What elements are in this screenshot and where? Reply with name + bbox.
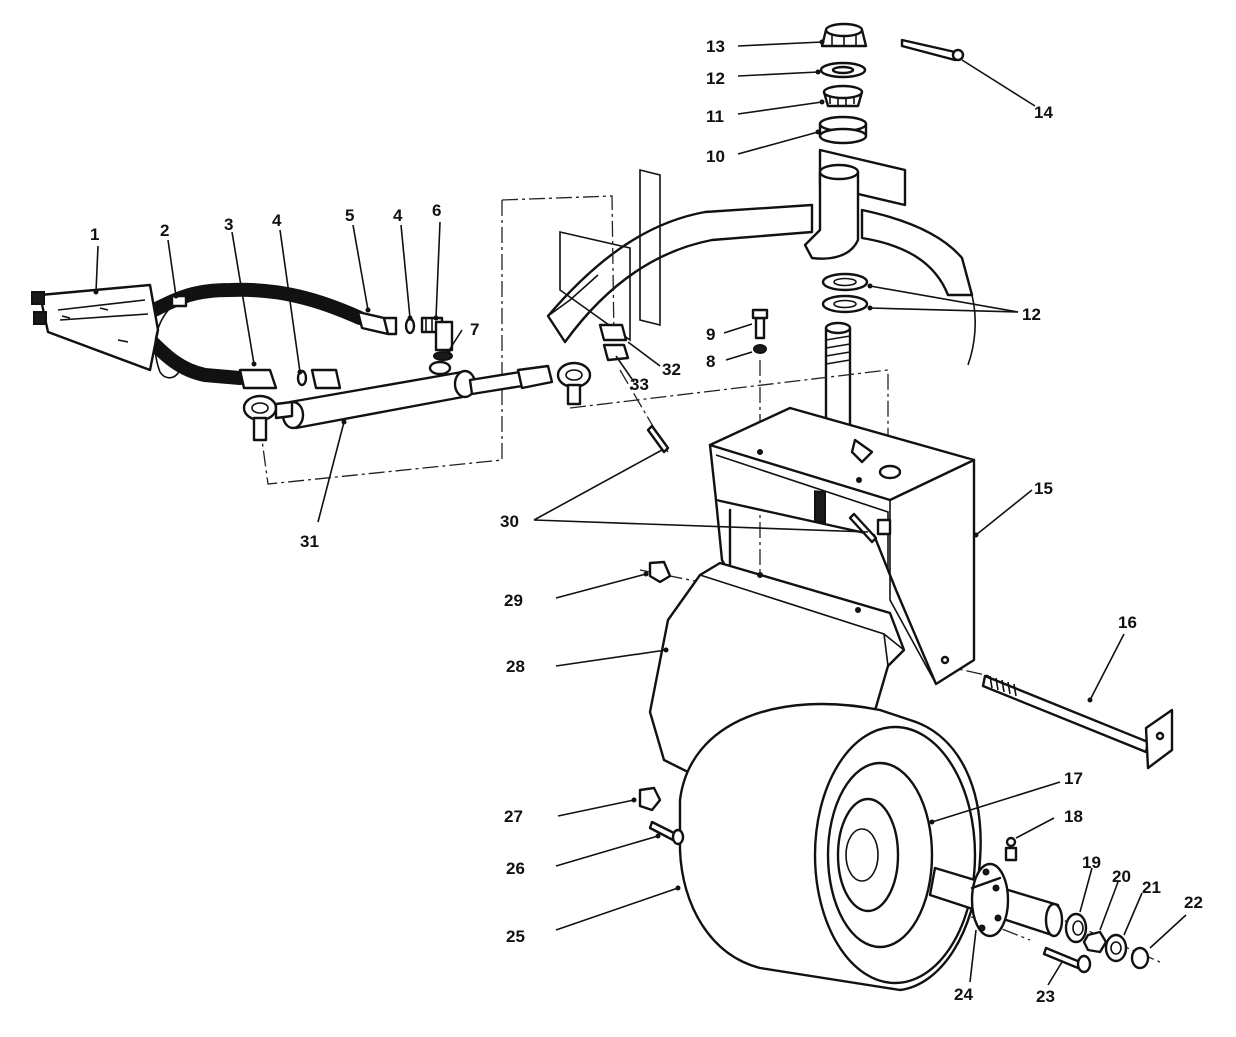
nut-20 — [1082, 930, 1108, 954]
callout-15: 15 — [1034, 479, 1053, 498]
callout-25: 25 — [506, 927, 525, 946]
fitting-5 — [356, 310, 398, 336]
callout-3: 3 — [224, 215, 233, 234]
callout-12a: 12 — [706, 69, 725, 88]
callout-1: 1 — [90, 225, 99, 244]
nut-33 — [602, 343, 630, 362]
hose-clamp — [154, 294, 188, 379]
castle-nut — [820, 22, 868, 48]
ball-joint-right — [556, 361, 592, 406]
callout-22: 22 — [1184, 893, 1203, 912]
elbow-fitting-6 — [420, 316, 454, 352]
frame-tube — [546, 148, 976, 366]
bearing-19 — [1064, 912, 1088, 944]
washers-12-lower — [821, 272, 869, 314]
ball-joint-left — [242, 394, 294, 442]
callout-18: 18 — [1064, 807, 1083, 826]
bearing-cup-10 — [818, 115, 868, 145]
callout-24: 24 — [954, 985, 973, 1004]
callout-13: 13 — [706, 37, 725, 56]
cotter-pin-30-lower — [848, 512, 878, 544]
cotter-pin-14 — [900, 38, 965, 62]
nut-27 — [638, 786, 662, 812]
callout-7: 7 — [470, 320, 479, 339]
lock-washer-8 — [753, 344, 767, 354]
callout-2: 2 — [160, 221, 169, 240]
cotter-pin-30-upper — [646, 424, 670, 454]
callout-14: 14 — [1034, 103, 1053, 122]
grease-fitting-18 — [1004, 836, 1018, 862]
callout-28: 28 — [506, 657, 525, 676]
cylinder-fitting — [310, 368, 342, 390]
callout-31: 31 — [300, 532, 319, 551]
callout-8: 8 — [706, 352, 715, 371]
callout-12b: 12 — [1022, 305, 1041, 324]
callout-6: 6 — [432, 201, 441, 220]
bolt-26 — [648, 820, 685, 846]
bearing-cone-11 — [822, 84, 864, 108]
callout-32: 32 — [662, 360, 681, 379]
callout-33: 33 — [630, 375, 649, 394]
hydraulic-cylinder — [281, 360, 554, 430]
callout-5: 5 — [345, 206, 354, 225]
wheel-hub — [928, 862, 1064, 938]
axle-bolt — [981, 674, 1174, 770]
steering-tube — [803, 163, 860, 260]
callout-10: 10 — [706, 147, 725, 166]
fitting-3 — [238, 368, 278, 390]
washer-12-top — [819, 61, 867, 79]
leader-lines — [93, 39, 1187, 986]
callout-17: 17 — [1064, 769, 1083, 788]
callout-20: 20 — [1112, 867, 1131, 886]
o-ring-4-right — [404, 317, 416, 335]
bolt-23 — [1042, 946, 1092, 974]
callout-16: 16 — [1118, 613, 1137, 632]
dust-cap-22 — [1130, 946, 1150, 970]
callout-30: 30 — [500, 512, 519, 531]
tire-and-wheel — [678, 702, 982, 992]
callout-23: 23 — [1036, 987, 1055, 1006]
callout-labels: 1 2 3 4 5 4 6 7 8 9 10 11 12 12 13 14 15… — [90, 37, 1203, 1006]
callout-4b: 4 — [393, 206, 403, 225]
callout-29: 29 — [504, 591, 523, 610]
bushing-29 — [648, 560, 672, 584]
fork-housing — [708, 406, 976, 686]
callout-19: 19 — [1082, 853, 1101, 872]
callout-21: 21 — [1142, 878, 1161, 897]
bolt-9 — [751, 308, 769, 340]
callout-4a: 4 — [272, 211, 282, 230]
callout-11: 11 — [706, 107, 724, 126]
callout-26: 26 — [506, 859, 525, 878]
hub-cap-21 — [1104, 933, 1128, 963]
hydraulic-hoses — [31, 282, 367, 385]
callout-9: 9 — [706, 325, 715, 344]
callout-27: 27 — [504, 807, 523, 826]
bracket-32 — [598, 323, 628, 342]
